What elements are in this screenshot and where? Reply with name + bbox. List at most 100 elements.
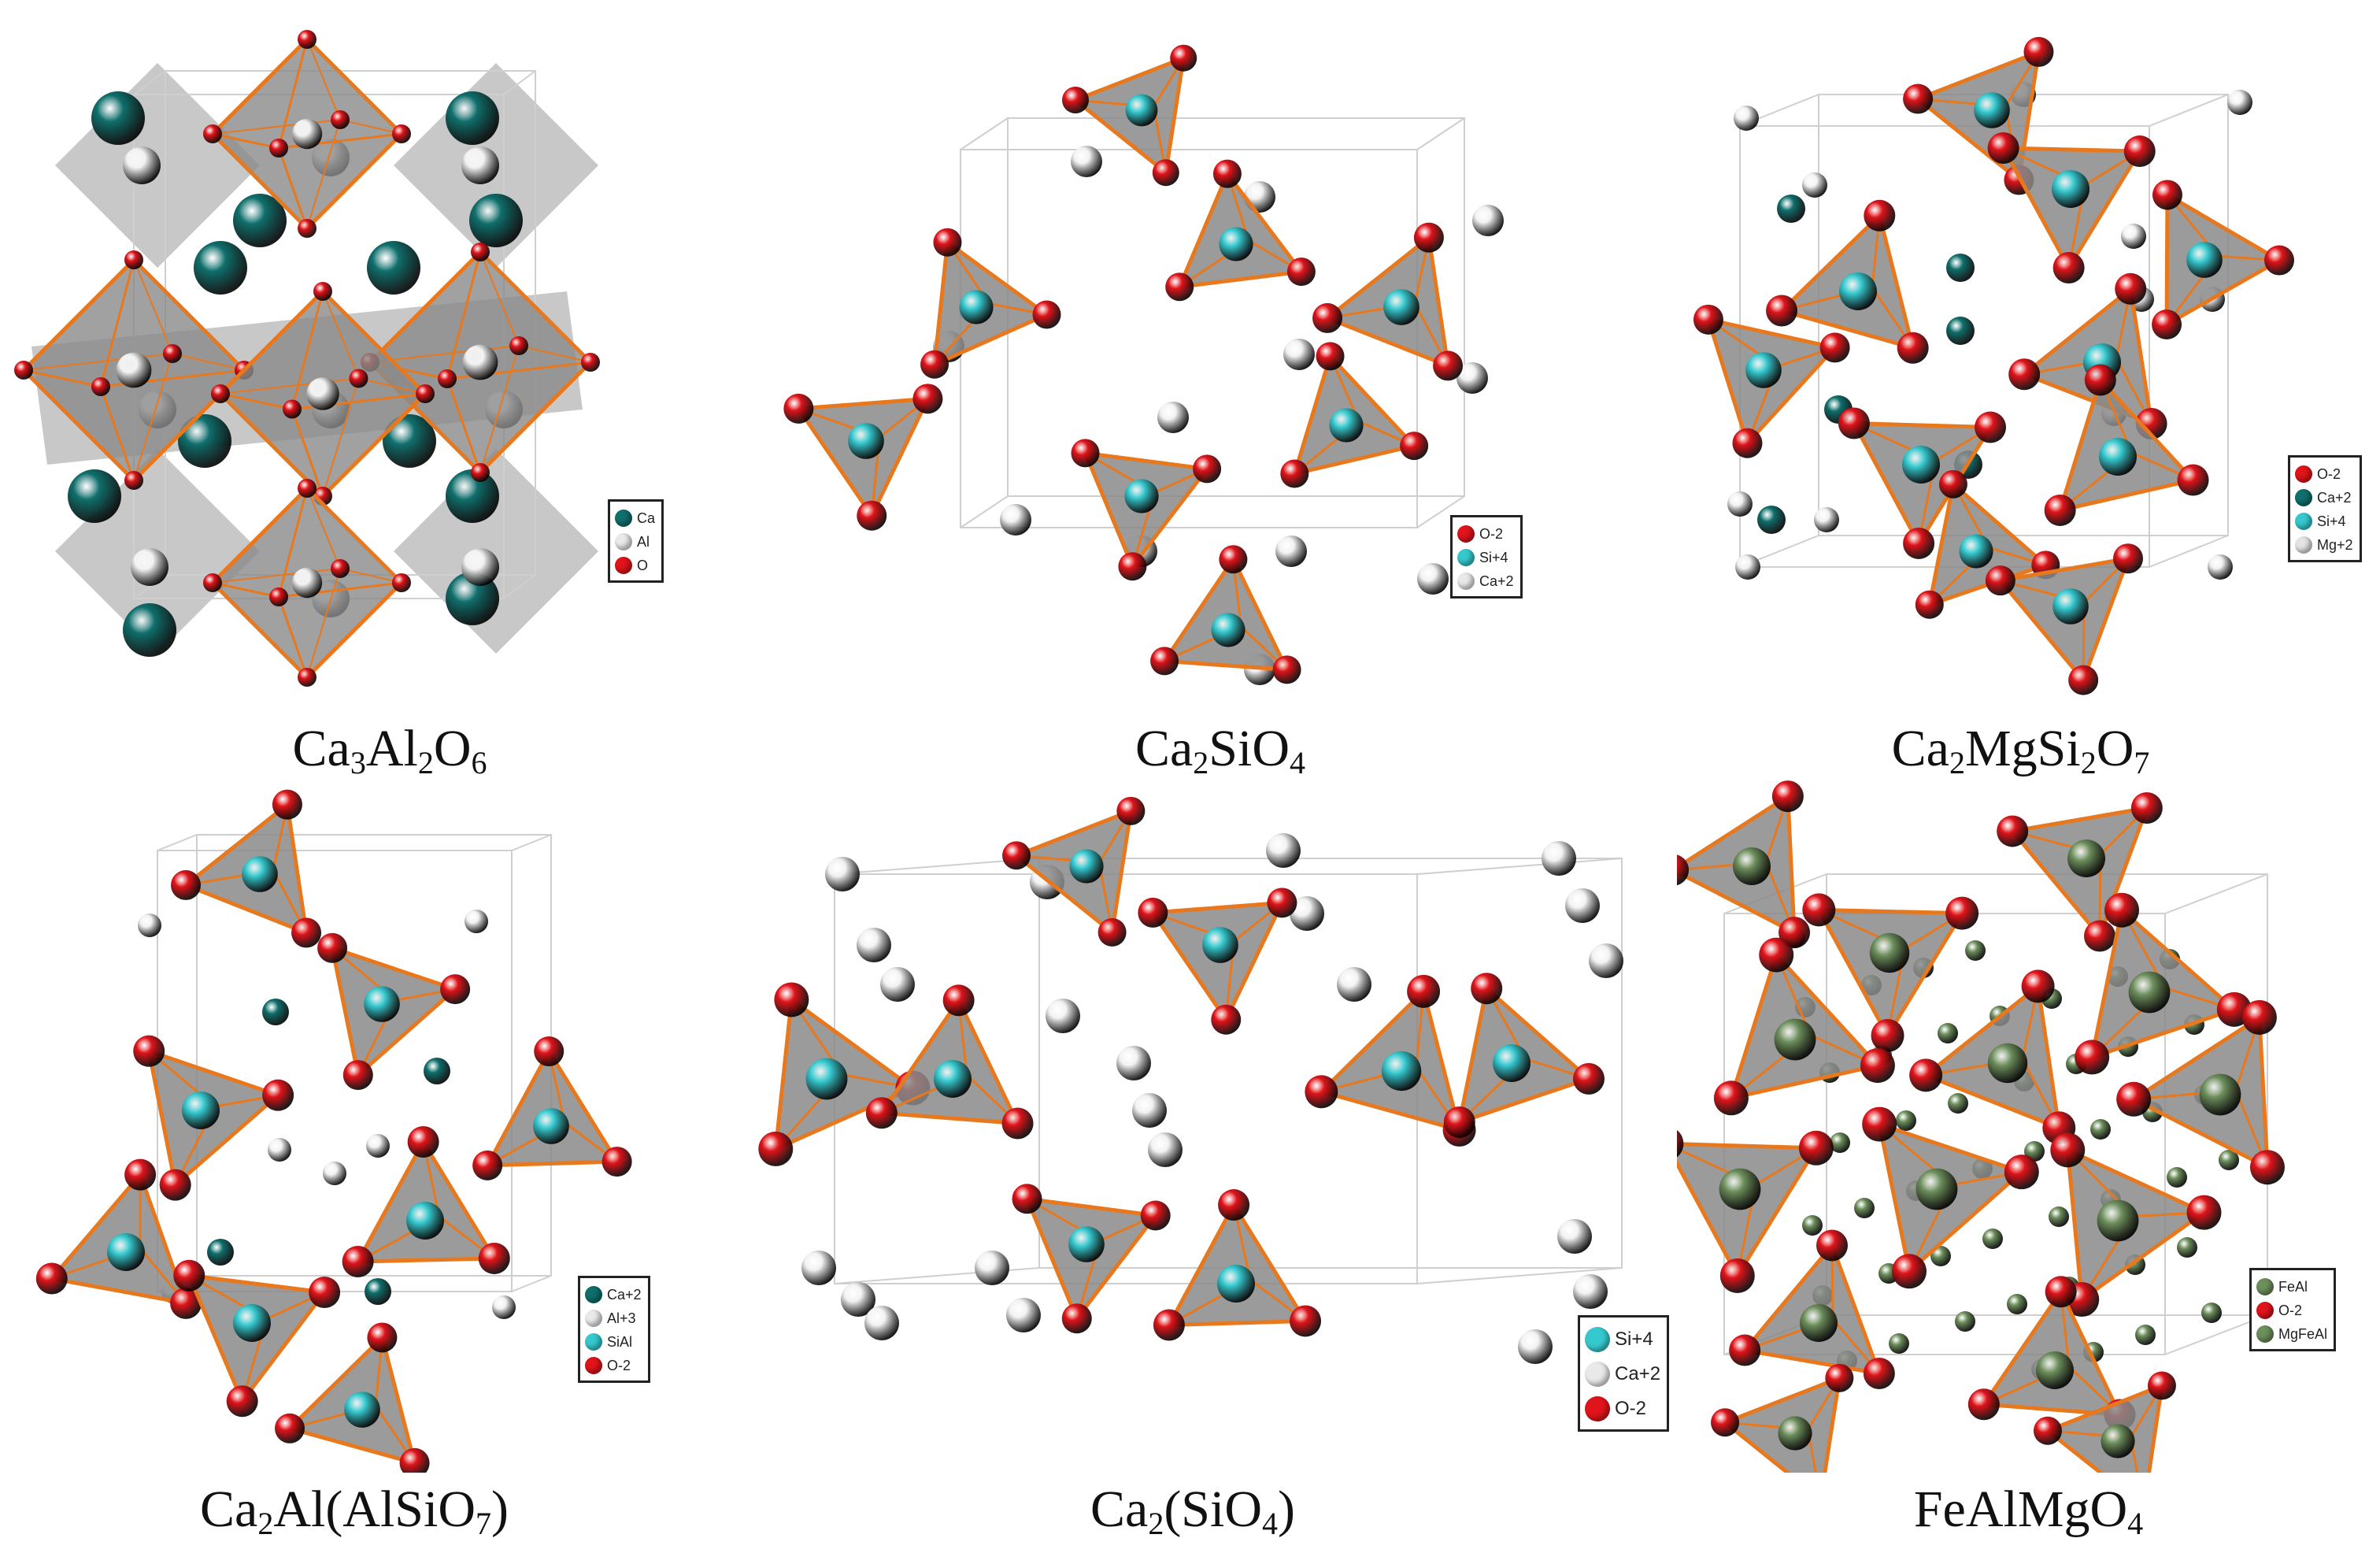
calcium-atom [424,1058,450,1084]
octahedron-edge [339,119,402,135]
legend-label: Ca+2 [1479,573,1514,589]
legend-label: SiAl [607,1333,633,1350]
cation-atom [1381,1051,1422,1091]
calcium-atom [1006,1298,1041,1332]
calcium-atom [1266,833,1301,868]
caption-text: MgSi [1964,720,2081,777]
oxygen-atom [1150,647,1179,676]
legend-label: Al+3 [607,1310,636,1326]
crystal-structure-ca2sio4-a [783,44,1504,685]
octahedron-edge [23,353,173,371]
oxygen-atom [1165,272,1194,302]
iron-aluminium-atom [2177,1237,2197,1258]
caption-text: Ca [292,720,350,777]
oxygen-atom [211,384,230,403]
oxygen-atom [783,393,814,424]
oxygen-atom [226,1385,258,1418]
unit-cell-edge [960,495,1009,528]
oxygen-atom [283,399,302,419]
calcium-atom [801,1251,836,1285]
caption-text: Al(AlSiO [273,1481,476,1538]
calcium-atom [1777,195,1805,223]
octahedron-edge [306,39,341,120]
calcium-atom [1417,563,1449,595]
caption-subscript: 2 [1148,1506,1164,1541]
cation-atom [1329,408,1364,443]
cation-atom [107,1233,145,1271]
magnesium-atom [1734,106,1759,131]
oxygen-atom [173,1259,205,1292]
legend-label: MgFeAl [2278,1325,2328,1342]
crystal-structure-fealmgo4 [1677,780,2285,1473]
oxygen-atom [912,384,943,414]
cation-atom [1202,927,1238,963]
calcium-atom [1457,362,1488,394]
oxygen-atom [471,243,490,261]
calcium-atom [1275,536,1307,567]
cation-atom [1125,94,1158,127]
caption-text: Ca [1090,1481,1149,1538]
oxygen-atom [1012,1184,1042,1214]
legend-entry: Si+4 [2295,510,2353,533]
legend-label: O [637,557,649,573]
octahedron-edge [322,291,360,379]
iron-aluminium-atom [1830,1132,1850,1153]
unit-cell-edge [511,834,552,851]
oxygen-atom [1002,841,1031,870]
calcium-atom [1946,254,1975,282]
iron-aluminium-atom [1948,1093,1968,1114]
caption-text: O [2096,720,2134,777]
oxygen-atom [1915,590,1944,619]
oxygen-atom [2177,464,2209,496]
oxygen-atom [2186,1195,2222,1230]
oxygen-atom [1471,973,1503,1005]
legend-label: Al [637,533,650,550]
oxygen-atom [2045,1276,2077,1308]
cation-atom [2052,170,2089,208]
legend-entry: Ca+2 [2295,486,2353,510]
calcium-atom [864,1306,899,1340]
oxygen-atom [1862,1106,1897,1142]
octahedron-edge [212,132,279,150]
oxygen-atom [509,336,528,355]
calcium-atom [1046,999,1080,1033]
legend-swatch-icon [2256,1278,2274,1295]
cation-atom [1974,92,2010,128]
caption-subscript: 6 [471,745,487,780]
oxygen-atom [1871,1018,1904,1052]
oxygen-atom [2152,309,2182,340]
oxygen-atom [2023,36,2054,67]
iron-aluminium-atom [1955,1311,1975,1332]
oxygen-atom [2008,358,2041,391]
legend-label: Ca+2 [2317,489,2352,506]
oxygen-atom [1193,454,1222,484]
magnesium-atom [1802,172,1827,198]
oxygen-atom [203,124,222,143]
cation-atom [1745,352,1782,388]
octahedron-edge [339,568,402,584]
legend-entry: Ca+2 [1585,1357,1660,1392]
octahedron-edge [306,487,341,569]
oxygen-atom [1118,552,1147,581]
cation-atom [1987,1043,2028,1084]
oxygen-atom [1061,87,1089,114]
oxygen-atom [416,384,435,403]
iron-aluminium-atom [2090,1119,2111,1140]
oxygen-atom [2083,920,2115,952]
oxygen-atom [2152,180,2182,210]
legend-entry: Al [615,530,655,554]
oxygen-atom [1001,1107,1034,1140]
oxygen-atom [14,361,33,380]
oxygen-atom [1819,332,1850,363]
calcium-atom [841,1282,875,1317]
oxygen-atom [163,344,182,363]
oxygen-atom [1892,1254,1927,1289]
oxygen-atom [438,369,457,388]
cation-atom [1383,289,1419,325]
caption-subscript: 7 [2134,745,2150,780]
legend-entry: O [615,554,655,577]
octahedron-edge [212,568,341,584]
